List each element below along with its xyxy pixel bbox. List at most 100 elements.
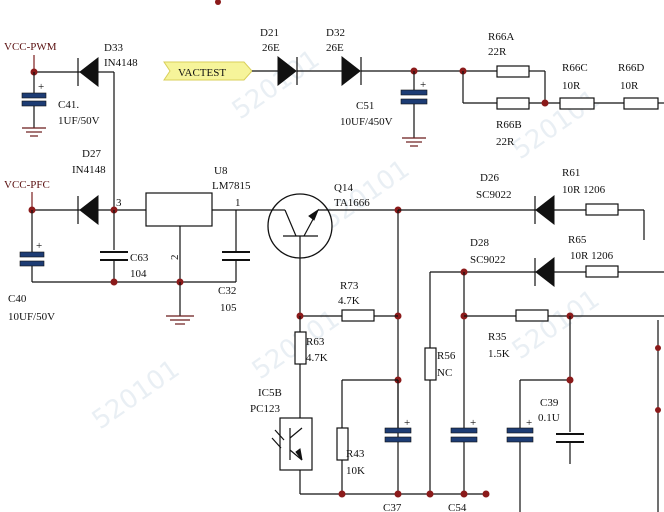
u8-pin-in: 3 xyxy=(116,197,122,209)
r73-value: 4.7K xyxy=(338,295,360,307)
r66d-ref: R66D xyxy=(618,62,644,74)
vcc-pfc-net: VCC-PFC xyxy=(4,179,80,214)
resistor-r73: R73 4.7K xyxy=(296,280,398,322)
svg-text:+: + xyxy=(404,417,410,429)
net-label-vcc-pfc: VCC-PFC xyxy=(4,179,50,191)
d32-value: 26E xyxy=(326,42,344,54)
capacitor-c51: + C51 10UF/450V xyxy=(340,71,428,147)
d21-ref: D21 xyxy=(260,27,279,39)
net-label-vcc-pwm: VCC-PWM xyxy=(4,41,57,53)
resistor-r66d: R66D 10R xyxy=(618,62,664,110)
c51-ref: C51 xyxy=(356,100,374,112)
vcc-pwm-net: VCC-PWM xyxy=(4,41,80,76)
r65-value: 10R 1206 xyxy=(570,250,614,262)
svg-text:+: + xyxy=(38,81,44,93)
svg-text:520101: 520101 xyxy=(227,44,326,126)
capacitor-c40: + C40 10UF/50V xyxy=(8,210,236,323)
optocoupler-ic5b: IC5B PC123 xyxy=(250,387,313,494)
c63-ref: C63 xyxy=(130,252,149,264)
r63-value: 4.7K xyxy=(306,352,328,364)
c32-ref: C32 xyxy=(218,285,236,297)
c40-ref: C40 xyxy=(8,293,27,305)
regulator-u8: U8 LM7815 3 1 2 xyxy=(116,165,270,325)
d28-ref: D28 xyxy=(470,237,489,249)
c40-value: 10UF/50V xyxy=(8,311,55,323)
ic5b-ref: IC5B xyxy=(258,387,282,399)
r66a-value: 22R xyxy=(488,46,507,58)
capacitor-c39: C39 0.1U xyxy=(538,316,584,464)
c39-value: 0.1U xyxy=(538,412,560,424)
diode-d33: D33 IN4148 xyxy=(77,42,138,88)
r43-value: 10K xyxy=(346,465,365,477)
d21-value: 26E xyxy=(262,42,280,54)
c63-value: 104 xyxy=(130,268,147,280)
r66a-ref: R66A xyxy=(488,31,514,43)
diode-d21: D21 26E xyxy=(260,27,342,87)
svg-text:+: + xyxy=(470,417,476,429)
capacitor-c32: C32 105 xyxy=(218,210,250,314)
u8-pin-out: 1 xyxy=(235,197,241,209)
r43-ref: R43 xyxy=(346,448,365,460)
net-label-vactest: VACTEST xyxy=(178,67,226,79)
d27-ref: D27 xyxy=(82,148,101,160)
capacitor-c37: + C37 xyxy=(383,380,412,512)
d32-ref: D32 xyxy=(326,27,345,39)
resistor-r35: R35 1.5K xyxy=(464,309,664,360)
r35-ref: R35 xyxy=(488,331,507,343)
capacitor-c63: C63 104 xyxy=(100,210,149,286)
q14-value: TA1666 xyxy=(334,197,370,209)
d27-value: IN4148 xyxy=(72,164,106,176)
r56-value: NC xyxy=(437,367,452,379)
diode-d27: D27 IN4148 xyxy=(72,148,146,226)
svg-text:520101: 520101 xyxy=(507,284,606,366)
u8-ref: U8 xyxy=(214,165,228,177)
d33-ref: D33 xyxy=(104,42,123,54)
resistor-r66b: R66B 22R xyxy=(462,71,560,148)
r66b-ref: R66B xyxy=(496,119,522,131)
r66c-ref: R66C xyxy=(562,62,588,74)
resistor-r66c: R66C 10R xyxy=(559,62,624,110)
resistor-r63: R63 4.7K xyxy=(294,316,328,418)
r66d-value: 10R xyxy=(620,80,639,92)
resistor-r61: R61 10R 1206 xyxy=(562,167,645,240)
capacitor-c54: + C54 xyxy=(448,272,478,512)
r56-ref: R56 xyxy=(437,350,456,362)
q14-ref: Q14 xyxy=(334,182,353,194)
r66c-value: 10R xyxy=(562,80,581,92)
resistor-r43: R43 10K xyxy=(336,379,398,494)
d33-value: IN4148 xyxy=(104,57,138,69)
r65-ref: R65 xyxy=(568,234,587,246)
d26-ref: D26 xyxy=(480,172,499,184)
d26-value: SC9022 xyxy=(476,189,511,201)
r61-value: 10R 1206 xyxy=(562,184,606,196)
svg-text:+: + xyxy=(526,417,532,429)
d28-value: SC9022 xyxy=(470,254,505,266)
svg-text:+: + xyxy=(36,240,42,252)
c51-value: 10UF/450V xyxy=(340,116,393,128)
r73-ref: R73 xyxy=(340,280,359,292)
resistor-r56: R56 NC xyxy=(424,272,456,494)
diode-d26: D26 SC9022 xyxy=(476,172,586,226)
svg-text:+: + xyxy=(420,79,426,91)
diode-d28: D28 SC9022 xyxy=(430,237,586,288)
u8-pin-gnd: 2 xyxy=(169,255,181,261)
c37-ref: C37 xyxy=(383,502,402,512)
r66b-value: 22R xyxy=(496,136,515,148)
transistor-q14: Q14 TA1666 xyxy=(267,182,398,316)
c39-ref: C39 xyxy=(540,397,559,409)
r35-value: 1.5K xyxy=(488,348,510,360)
diode-d32: D32 26E xyxy=(326,27,500,87)
r61-ref: R61 xyxy=(562,167,580,179)
resistor-r65: R65 10R 1206 xyxy=(568,234,664,278)
r63-ref: R63 xyxy=(306,336,325,348)
ic5b-value: PC123 xyxy=(250,403,280,415)
capacitor-c41: + C41. 1UF/50V xyxy=(21,72,100,137)
c54-ref: C54 xyxy=(448,502,467,512)
c32-value: 105 xyxy=(220,302,237,314)
c41-ref: C41. xyxy=(58,99,79,111)
capacitor-unlabeled-electrolytic: + xyxy=(506,379,570,512)
vactest-net: VACTEST xyxy=(163,61,278,81)
svg-text:520101: 520101 xyxy=(87,354,186,436)
resistor-r66a: R66A 22R xyxy=(488,31,546,103)
